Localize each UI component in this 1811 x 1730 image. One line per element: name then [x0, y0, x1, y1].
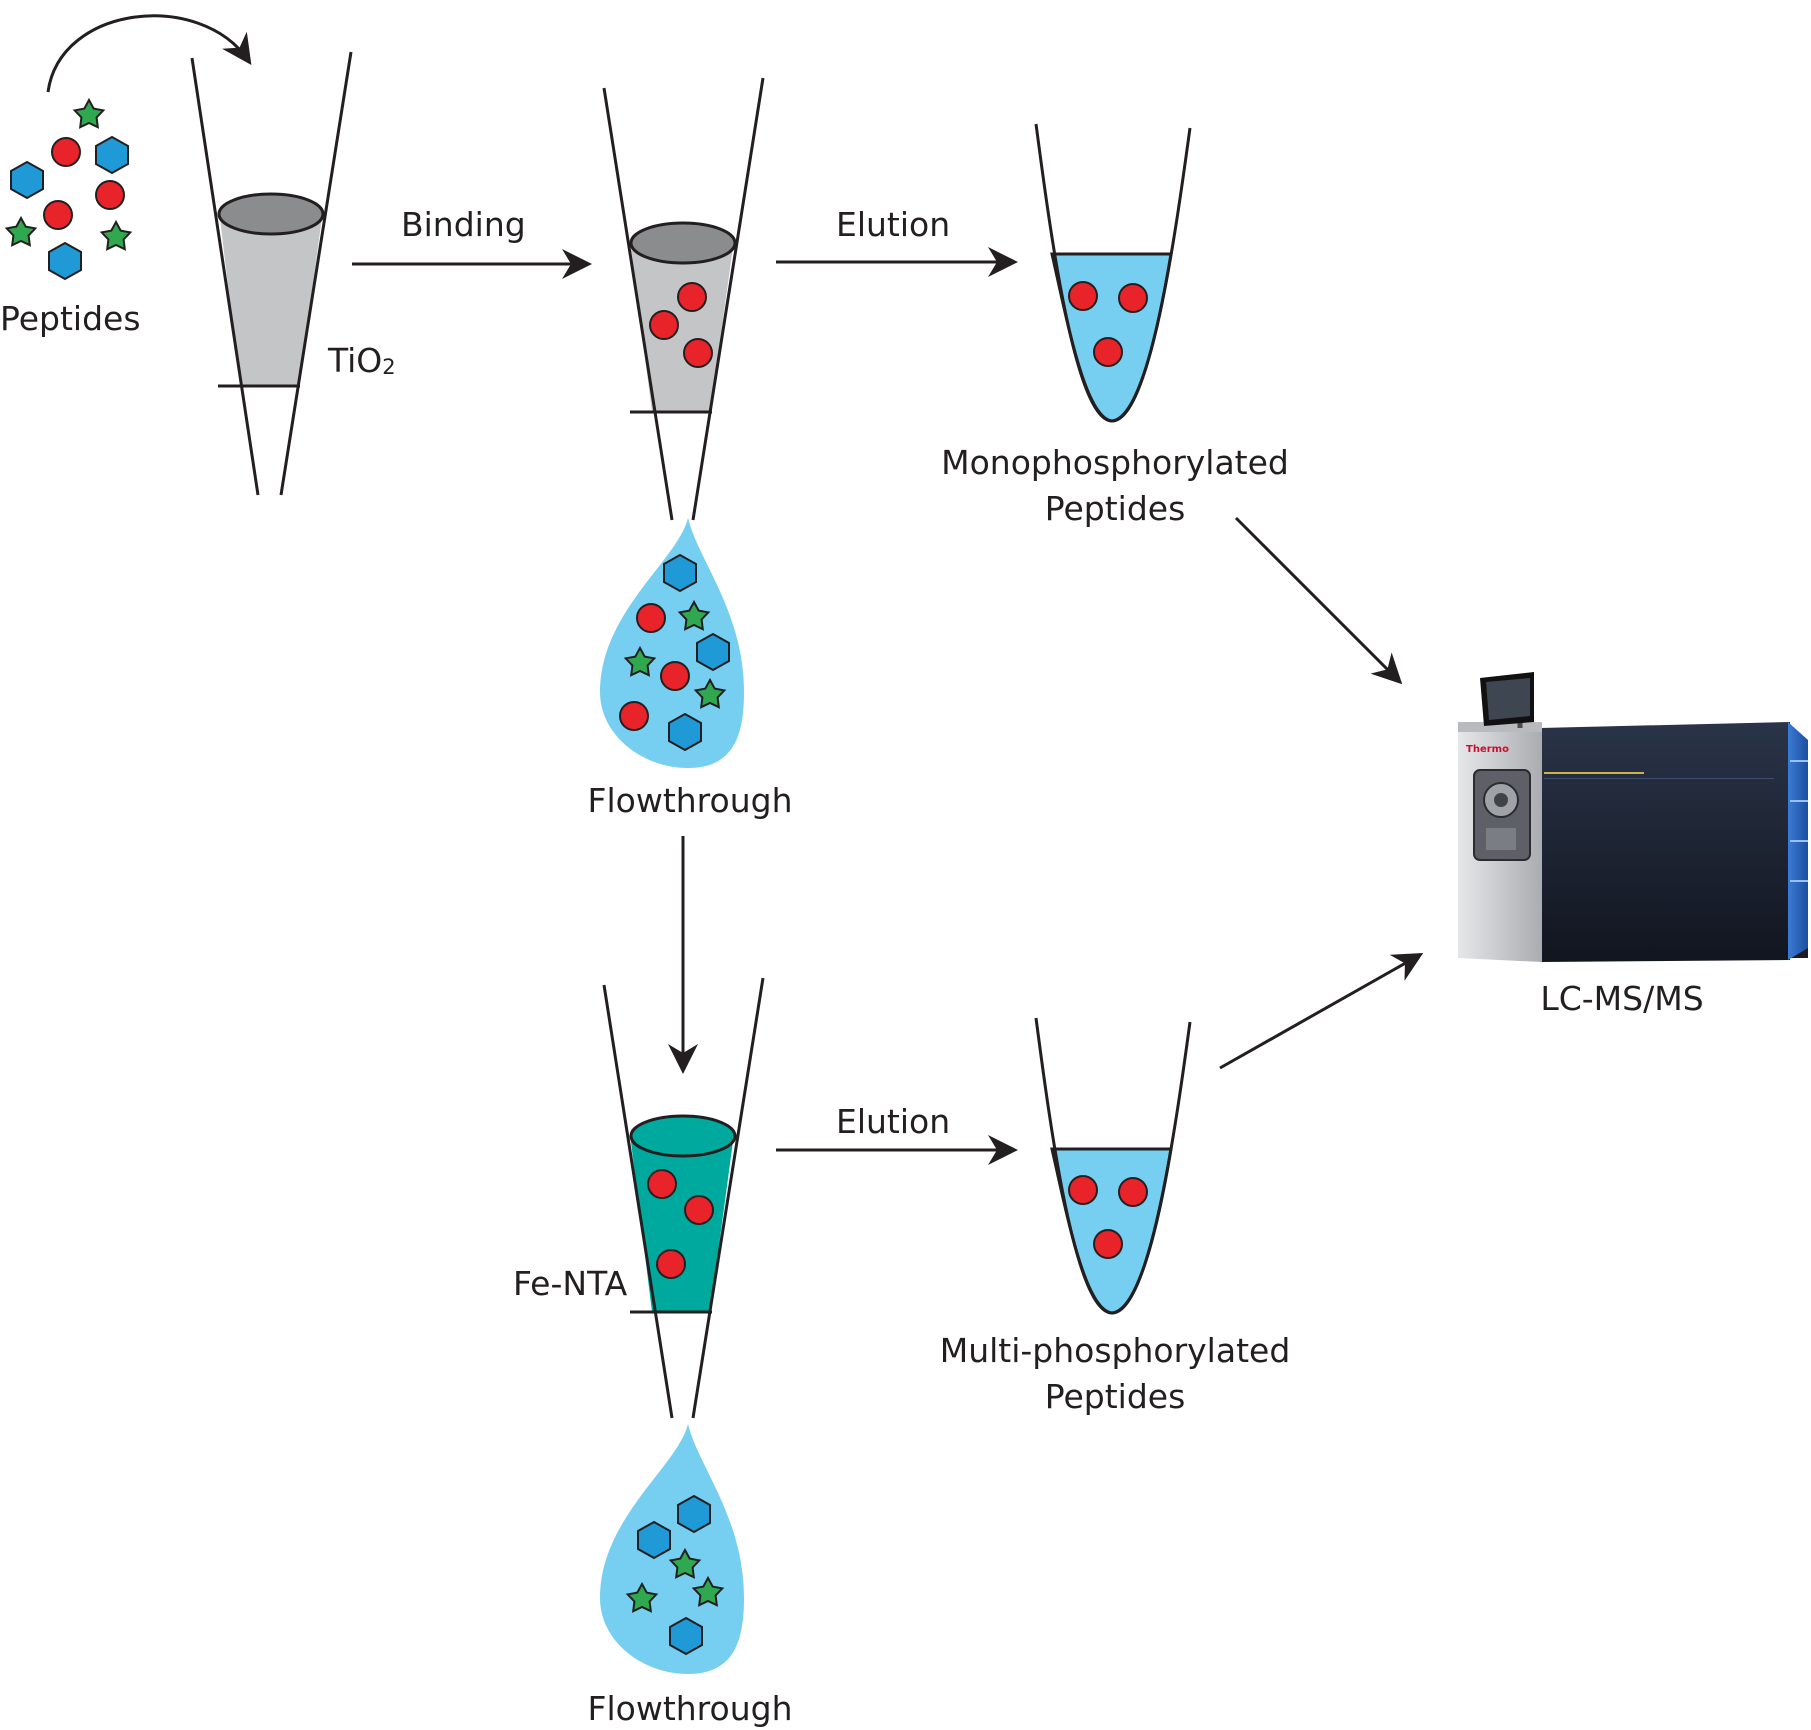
instrument-body [1540, 722, 1790, 962]
blue-hexagon [663, 553, 697, 593]
instrument-brand: Thermo [1466, 744, 1509, 755]
green-star [625, 1581, 659, 1613]
red-particle [683, 338, 713, 368]
red-particle [656, 1249, 686, 1279]
green-star [693, 677, 727, 709]
flowthrough-drop-bottom: Flowthrough [588, 1424, 793, 1728]
red-particle [647, 1169, 677, 1199]
elution-step-bottom: Elution [776, 1102, 1018, 1165]
red-particle [649, 310, 679, 340]
green-star [668, 1547, 702, 1579]
liquid-drop [600, 1424, 744, 1674]
red-particle [95, 180, 125, 210]
red-particle [660, 661, 690, 691]
mono-tube: Monophosphorylated Peptides [941, 123, 1289, 528]
tio2-resin [219, 210, 323, 386]
resin-top [629, 221, 737, 265]
green-star [691, 1575, 725, 1607]
blue-hexagon [696, 632, 730, 672]
red-particle [1093, 1229, 1123, 1259]
fe-nta-resin [630, 1134, 734, 1312]
green-star [4, 215, 38, 247]
elution-label-bottom: Elution [836, 1102, 950, 1141]
flowthrough-label-bottom: Flowthrough [588, 1689, 793, 1728]
green-star [99, 219, 133, 251]
mono-label-line2: Peptides [1045, 489, 1186, 528]
blue-hexagon [669, 1616, 703, 1656]
tio2-column-bound [602, 77, 765, 521]
fe-nta-label: Fe-NTA [513, 1264, 628, 1303]
tio2-column: TiO2 [190, 51, 396, 496]
red-particle [684, 1195, 714, 1225]
red-particle [636, 603, 666, 633]
lcms-instrument: Thermo LC-MS/MS [1458, 672, 1808, 1018]
blue-hexagon [48, 241, 82, 281]
curved-arrow [46, 14, 252, 93]
binding-step: Binding [352, 205, 592, 279]
multi-label-line2: Peptides [1045, 1377, 1186, 1416]
lcms-label: LC-MS/MS [1540, 979, 1703, 1018]
red-particle [43, 200, 73, 230]
resin-top [217, 192, 325, 236]
green-star [72, 97, 106, 129]
flowthrough-drop-top: Flowthrough [588, 518, 793, 820]
blue-hexagon [637, 1520, 671, 1560]
peptides-mixture: Peptides [0, 14, 252, 338]
red-particle [51, 137, 81, 167]
tio2-resin [630, 240, 734, 412]
elution-step-top: Elution [776, 205, 1018, 277]
red-particle [1068, 281, 1098, 311]
red-particle [1093, 337, 1123, 367]
red-particle [1118, 283, 1148, 313]
elution-label-top: Elution [836, 205, 950, 244]
blue-hexagon [677, 1494, 711, 1534]
arrow-multi-to-lcms [1219, 953, 1424, 1070]
multi-label-line1: Multi-phosphorylated [940, 1331, 1291, 1370]
red-particle [1118, 1177, 1148, 1207]
blue-hexagon [10, 160, 44, 200]
red-particle [619, 701, 649, 731]
binding-label: Binding [401, 205, 526, 244]
green-star [623, 645, 657, 677]
arrow-mono-to-lcms [1234, 516, 1403, 685]
peptides-label: Peptides [0, 299, 141, 338]
red-particle [677, 282, 707, 312]
green-star [677, 599, 711, 631]
flowthrough-label-top: Flowthrough [588, 781, 793, 820]
blue-hexagon [668, 712, 702, 752]
mono-label-line1: Monophosphorylated [941, 443, 1289, 482]
tio2-label: TiO2 [327, 341, 396, 380]
red-particle [1068, 1175, 1098, 1205]
blue-hexagon [95, 135, 129, 175]
resin-top [629, 1114, 737, 1158]
fe-nta-column: Fe-NTA [513, 977, 765, 1419]
multi-tube: Multi-phosphorylated Peptides [940, 1017, 1291, 1416]
